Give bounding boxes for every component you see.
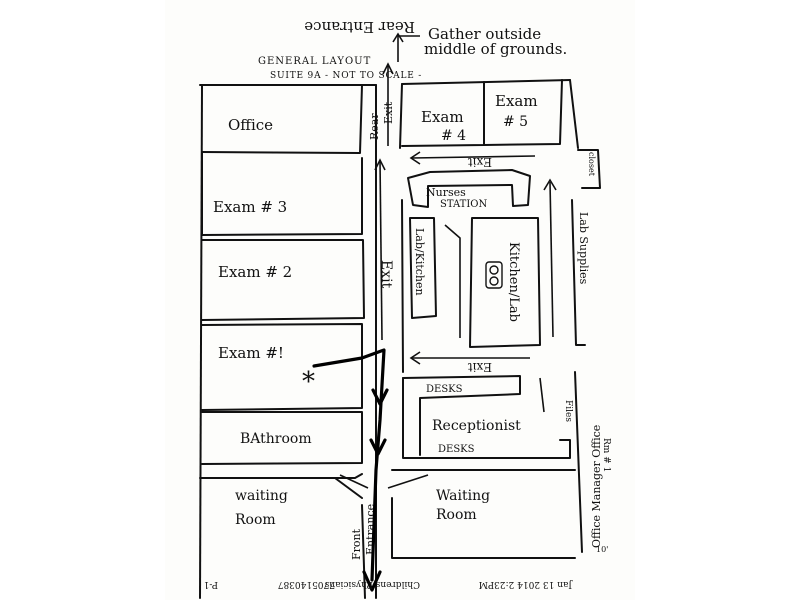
gather-note-line2: middle of grounds. <box>424 40 567 58</box>
receptionist-label: Receptionist <box>432 418 521 434</box>
lab-kitchen-outline <box>409 217 437 319</box>
desks-bottom-label: DESKS <box>438 444 475 455</box>
office-manager-wall <box>574 371 583 553</box>
exam5-label-2: # 5 <box>503 114 528 130</box>
waiting-room-left-label-1: waiting <box>235 488 288 504</box>
waiting-room-left-outline <box>199 473 366 599</box>
gather-arrow-head <box>392 32 404 43</box>
entrance-arrow-right <box>387 474 429 489</box>
exam4-label-2: # 4 <box>441 128 466 144</box>
outer-wall-top-right <box>401 79 571 85</box>
nurses-station-outline <box>407 169 531 208</box>
closet-outline <box>577 149 601 189</box>
right-route-arrow-head <box>543 178 557 191</box>
sink-basin-icon-2 <box>489 276 499 286</box>
gather-arrow <box>397 35 420 62</box>
side-note-label: Rm # 1 <box>601 438 611 472</box>
exam5-label-1: Exam <box>495 92 538 110</box>
waiting-room-left-label-2: Room <box>235 512 276 528</box>
exam1-room-outline <box>201 323 363 411</box>
lab-route-arrow <box>444 224 461 338</box>
exam5-room-outline <box>483 79 563 146</box>
closet-label: closet <box>587 152 596 177</box>
rear-exit-label-1: Rear <box>368 113 381 140</box>
waiting-room-right-label-1: Waiting <box>436 488 490 504</box>
office-manager-label: Office Manager Office <box>590 425 603 548</box>
exit-arrow-top-head <box>409 151 421 165</box>
exit-arrow-top <box>411 155 536 159</box>
entrance-arrow-left <box>339 474 369 489</box>
kitchen-lab-label: Kitchen/Lab <box>506 242 521 322</box>
location-marker: * <box>302 367 315 397</box>
exam4-label-1: Exam <box>421 108 464 126</box>
sink-icon <box>485 261 503 289</box>
exit-label-top: Exit <box>468 155 492 169</box>
nurses-station-label-2: STATION <box>440 199 487 210</box>
general-layout-title: GENERAL LAYOUT <box>258 56 371 67</box>
gather-note-line1: Gather outside <box>428 25 541 43</box>
corridor-arrow-upper-head <box>382 62 394 75</box>
evacuation-route-mid-head-2 <box>369 438 387 456</box>
corridor-wall-right-upper <box>399 83 403 149</box>
corridor-arrow-lower <box>379 159 383 341</box>
office-room-outline <box>201 84 363 154</box>
lab-supplies-wall <box>571 199 586 346</box>
evacuation-route-mid-head <box>371 388 389 406</box>
front-entrance-label-1: Front <box>350 528 363 560</box>
rear-entrance-label: Rear Entrance <box>304 18 415 36</box>
right-route-arrow <box>549 181 554 338</box>
lab-supplies-label: Lab Supplies <box>577 212 590 285</box>
files-label: Files <box>563 400 573 422</box>
evacuation-route-head <box>362 570 382 592</box>
fax-sender: Childrens Physicians <box>324 579 420 589</box>
evacuation-route <box>312 348 386 582</box>
dimension-label: 10' <box>596 545 608 554</box>
desks-top-label: DESKS <box>426 384 463 395</box>
reception-arrow <box>539 377 545 413</box>
exam3-label: Exam # 3 <box>213 198 287 216</box>
outer-wall-right <box>569 79 579 149</box>
exam3-room-outline <box>201 151 363 236</box>
desks-top-outline <box>402 375 521 456</box>
exam1-label: Exam #! <box>218 344 284 362</box>
office-label: Office <box>228 116 273 134</box>
fax-date: Jan 13 2014 2:23PM <box>479 579 573 589</box>
fax-number: 7705140387 <box>277 579 335 589</box>
corridor-wall-right-mid <box>401 199 404 373</box>
waiting-room-right-label-2: Room <box>436 507 477 523</box>
nurses-station-label-1: Nurses <box>426 186 466 199</box>
exit-arrow-middle-head <box>409 351 421 365</box>
kitchen-lab-outline <box>469 217 541 348</box>
bathroom-room-outline <box>201 411 363 465</box>
lab-kitchen-label: Lab/Kitchen <box>413 228 426 296</box>
bathroom-label: BAthroom <box>240 431 312 447</box>
exam2-label: Exam # 2 <box>218 263 292 281</box>
sink-basin-icon-1 <box>489 265 499 275</box>
suite-subtitle: SUITE 9A - NOT TO SCALE - <box>270 71 422 81</box>
exam2-room-outline <box>201 239 365 321</box>
desks-bottom-outline <box>402 377 571 459</box>
exit-label-middle: Exit <box>468 360 492 374</box>
scanned-page <box>165 0 635 600</box>
waiting-room-right-outline <box>391 469 576 559</box>
fax-page: P-1 <box>204 579 218 589</box>
corridor-arrow-lower-head <box>374 158 386 171</box>
